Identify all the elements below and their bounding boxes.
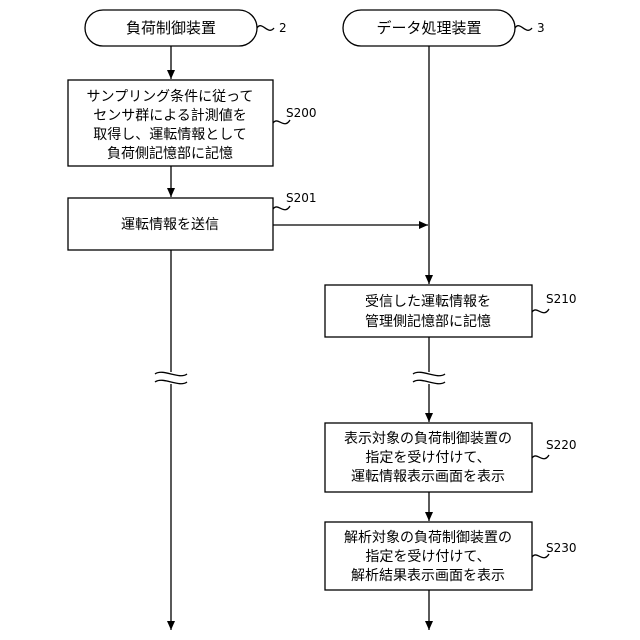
load-controller-label: 負荷制御装置 — [126, 19, 216, 37]
s210-line-1: 受信した運転情報を — [365, 294, 491, 310]
s220-line-3: 運転情報表示画面を表示 — [351, 469, 505, 485]
s200-line-2: センサ群による計測値を — [93, 108, 247, 124]
s201-line-1: 運転情報を送信 — [121, 217, 219, 233]
s200-line-3: 取得し、運転情報として — [93, 126, 247, 143]
s230-id: S230 — [546, 541, 577, 555]
s200-line-4: 負荷側記憶部に記憶 — [107, 145, 233, 162]
right-break-bottom — [413, 380, 445, 383]
right-break-top — [413, 372, 445, 375]
s210-line-2: 管理側記憶部に記憶 — [365, 313, 491, 330]
ref-number-2: 2 — [279, 21, 287, 35]
s220-leader — [532, 455, 549, 459]
s220-line-2: 指定を受け付けて、 — [365, 450, 490, 466]
ref-number-3: 3 — [537, 21, 545, 35]
s201-id: S201 — [286, 191, 317, 205]
ref-leader-2 — [257, 26, 274, 31]
s220-line-1: 表示対象の負荷制御装置の — [344, 431, 512, 447]
s230-line-1: 解析対象の負荷制御装置の — [344, 530, 512, 546]
s201-leader — [273, 206, 290, 210]
left-break-bottom — [155, 380, 187, 383]
s200-leader — [273, 120, 290, 124]
s230-line-3: 解析結果表示画面を表示 — [351, 568, 505, 584]
s230-line-2: 指定を受け付けて、 — [365, 549, 490, 565]
s210-id: S210 — [546, 292, 577, 306]
ref-leader-3 — [515, 26, 532, 31]
data-processor-label: データ処理装置 — [376, 19, 481, 37]
s200-id: S200 — [286, 106, 317, 120]
s210-leader — [532, 309, 549, 313]
s200-line-1: サンプリング条件に従って — [87, 88, 254, 105]
s220-id: S220 — [546, 438, 577, 452]
left-break-top — [155, 372, 187, 375]
